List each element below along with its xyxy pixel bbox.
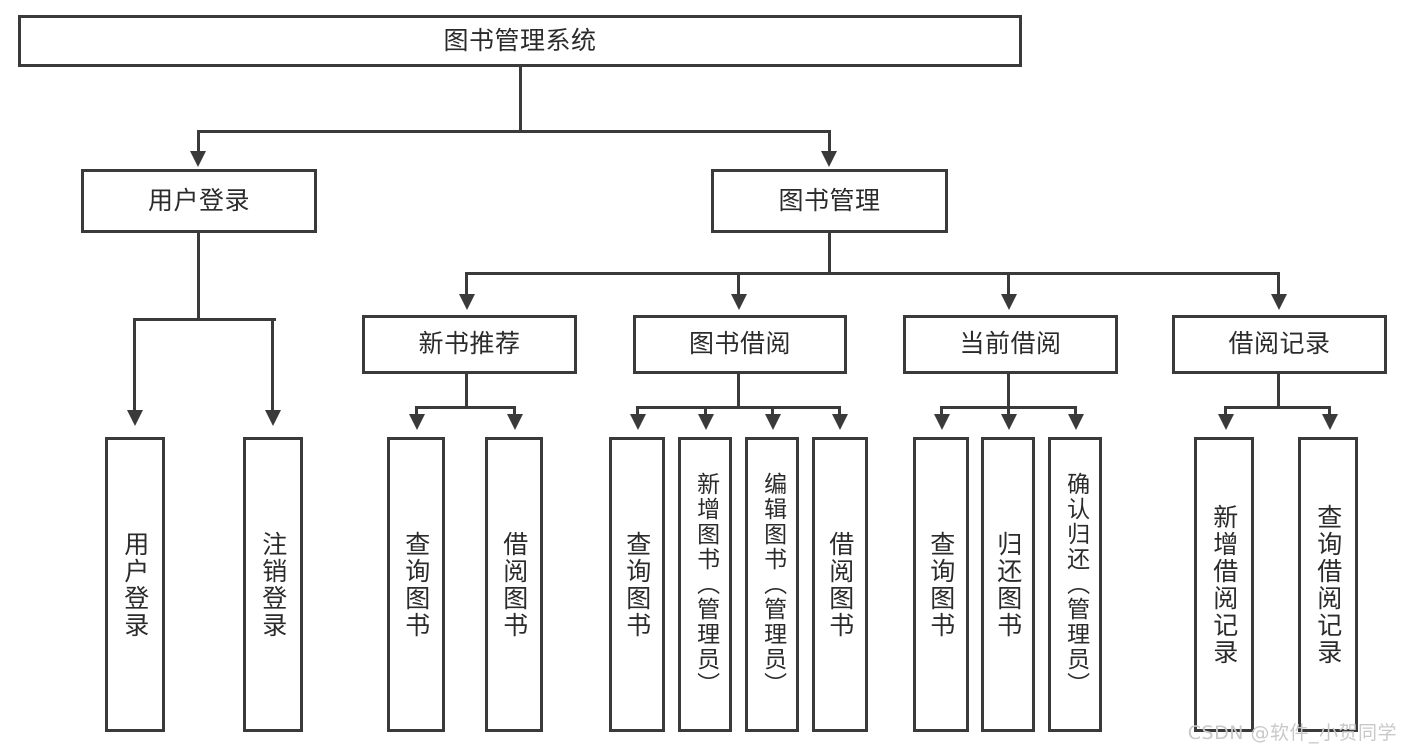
- node-leaf-add-record[interactable]: 新增借阅记录: [1194, 437, 1254, 732]
- node-label: 借阅记录: [1228, 329, 1331, 359]
- node-borrow-record[interactable]: 借阅记录: [1172, 315, 1387, 374]
- edge-user-login-drop-2: [271, 318, 274, 413]
- node-label: 新增借阅记录: [1209, 503, 1239, 666]
- arrow-down-icon: [409, 414, 425, 430]
- edge-nbr-drop-2: [513, 406, 516, 418]
- node-label: 编辑图书（管理员）: [759, 472, 786, 697]
- arrow-down-icon: [832, 414, 848, 430]
- node-label: 确认归还（管理员）: [1062, 472, 1089, 697]
- arrow-down-icon: [1001, 414, 1017, 430]
- node-label: 借阅图书: [499, 530, 529, 639]
- node-label: 注销登录: [258, 530, 288, 639]
- edge-cb-drop-2: [1007, 406, 1010, 418]
- arrow-down-icon: [698, 414, 714, 430]
- arrow-down-icon: [1218, 414, 1234, 430]
- node-label: 用户登录: [147, 185, 250, 215]
- node-root-system[interactable]: 图书管理系统: [18, 15, 1022, 67]
- node-leaf-user-login[interactable]: 用户登录: [105, 437, 165, 732]
- node-label: 归还图书: [993, 530, 1023, 639]
- edge-br-bus: [1224, 406, 1331, 409]
- node-label: 查询借阅记录: [1313, 503, 1343, 666]
- node-label: 用户登录: [120, 530, 150, 639]
- node-leaf-return-book[interactable]: 归还图书: [981, 437, 1035, 732]
- edge-bb-drop-4: [838, 406, 841, 418]
- edge-root-stem: [519, 67, 522, 130]
- node-label: 借阅图书: [825, 530, 855, 639]
- edge-cb-stem: [1007, 374, 1010, 406]
- node-book-manage[interactable]: 图书管理: [711, 169, 948, 233]
- edge-book-manage-bus: [465, 272, 1279, 275]
- node-leaf-query-book-1[interactable]: 查询图书: [387, 437, 445, 732]
- edge-bb-stem: [737, 374, 740, 406]
- arrow-down-icon: [459, 294, 475, 310]
- node-leaf-user-logout[interactable]: 注销登录: [243, 437, 303, 732]
- edge-cb-drop-1: [940, 406, 943, 418]
- arrow-down-icon: [630, 414, 646, 430]
- node-leaf-add-book[interactable]: 新增图书（管理员）: [678, 437, 732, 732]
- node-label: 查询图书: [401, 530, 431, 639]
- edge-cb-drop-3: [1074, 406, 1077, 418]
- node-leaf-confirm-return[interactable]: 确认归还（管理员）: [1048, 437, 1102, 732]
- node-label: 图书管理: [778, 185, 881, 215]
- arrow-down-icon: [507, 414, 523, 430]
- edge-bb-bus: [636, 406, 840, 409]
- node-leaf-borrow-book-2[interactable]: 借阅图书: [812, 437, 868, 732]
- node-label: 查询图书: [622, 530, 652, 639]
- edge-bm-drop-3: [1007, 272, 1010, 298]
- arrow-down-icon: [1322, 414, 1338, 430]
- node-label: 图书管理系统: [443, 25, 597, 55]
- node-label: 新书推荐: [418, 329, 521, 359]
- node-new-book-recommend[interactable]: 新书推荐: [362, 315, 577, 374]
- node-user-login[interactable]: 用户登录: [81, 169, 317, 233]
- arrow-down-icon: [934, 414, 950, 430]
- arrow-down-icon: [1068, 414, 1084, 430]
- node-label: 图书借阅: [688, 329, 791, 359]
- node-leaf-query-book-2[interactable]: 查询图书: [609, 437, 665, 732]
- edge-bb-drop-3: [771, 406, 774, 418]
- node-book-borrow[interactable]: 图书借阅: [633, 315, 847, 374]
- node-current-borrow[interactable]: 当前借阅: [903, 315, 1118, 374]
- arrow-down-icon: [821, 151, 837, 167]
- edge-user-login-bus: [133, 318, 276, 321]
- edge-bm-drop-1: [465, 272, 468, 298]
- arrow-down-icon: [731, 294, 747, 310]
- edge-book-manage-stem: [828, 233, 831, 272]
- edge-bm-drop-4: [1277, 272, 1280, 298]
- arrow-down-icon: [765, 414, 781, 430]
- node-leaf-edit-book[interactable]: 编辑图书（管理员）: [745, 437, 799, 732]
- node-label: 新增图书（管理员）: [692, 472, 719, 697]
- edge-bb-drop-2: [704, 406, 707, 418]
- arrow-down-icon: [190, 151, 206, 167]
- edge-bb-drop-1: [636, 406, 639, 418]
- edge-br-drop-2: [1328, 406, 1331, 418]
- node-leaf-borrow-book-1[interactable]: 借阅图书: [485, 437, 543, 732]
- arrow-down-icon: [127, 410, 143, 426]
- edge-user-login-drop-1: [133, 318, 136, 413]
- node-leaf-query-book-3[interactable]: 查询图书: [913, 437, 969, 732]
- edge-nbr-stem: [465, 374, 468, 406]
- node-leaf-query-record[interactable]: 查询借阅记录: [1298, 437, 1358, 732]
- node-label: 查询图书: [926, 530, 956, 639]
- node-label: 当前借阅: [959, 329, 1062, 359]
- edge-nbr-drop-1: [415, 406, 418, 418]
- edge-root-to-user-login: [197, 130, 200, 155]
- edge-br-drop-1: [1224, 406, 1227, 418]
- edge-root-to-book-manage: [828, 130, 831, 155]
- arrow-down-icon: [1271, 294, 1287, 310]
- edge-bm-drop-2: [737, 272, 740, 298]
- arrow-down-icon: [1001, 294, 1017, 310]
- edge-root-bus: [197, 130, 831, 133]
- edge-user-login-stem: [197, 233, 200, 318]
- arrow-down-icon: [265, 410, 281, 426]
- edge-br-stem: [1277, 374, 1280, 406]
- edge-nbr-bus: [415, 406, 516, 409]
